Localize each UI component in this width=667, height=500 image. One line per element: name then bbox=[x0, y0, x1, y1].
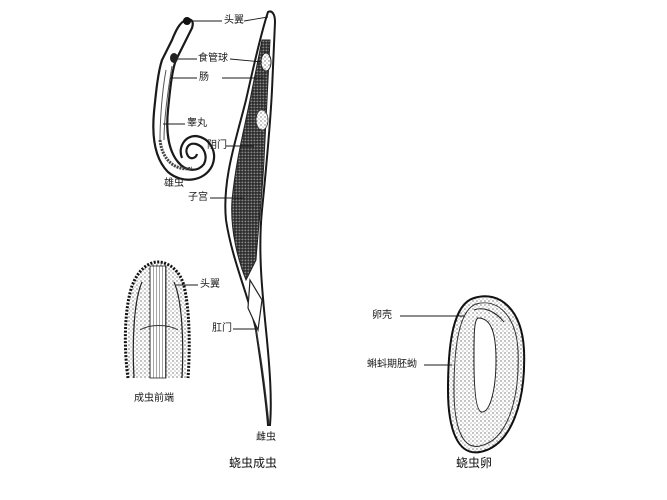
vulva-label: 阴门 bbox=[207, 140, 227, 151]
male-cephalic-alae-label: 头翼 bbox=[224, 15, 244, 26]
anus-label: 肛门 bbox=[212, 323, 232, 334]
leader-lines bbox=[163, 16, 464, 366]
anterior-end-caption: 成虫前端 bbox=[134, 393, 174, 404]
intestine-label: 肠 bbox=[199, 72, 209, 83]
esophageal-bulb-label: 食管球 bbox=[198, 53, 228, 64]
female-worm-caption: 雌虫 bbox=[256, 432, 276, 443]
anterior-cephalic-alae-label: 头翼 bbox=[200, 279, 220, 290]
female-worm-drawing bbox=[224, 10, 277, 426]
tadpole-embryo-label: 蝌蚪期胚蚴 bbox=[367, 359, 417, 370]
egg-drawing bbox=[446, 295, 526, 454]
male-worm-caption: 雄虫 bbox=[164, 178, 184, 189]
eggshell-label: 卵壳 bbox=[372, 310, 392, 321]
uterus-label: 子宫 bbox=[188, 192, 208, 203]
egg-caption: 蛲虫卵 bbox=[456, 456, 493, 470]
testis-label: 睾丸 bbox=[187, 118, 207, 129]
adult-worm-caption: 蛲虫成虫 bbox=[229, 456, 278, 470]
male-worm-drawing bbox=[152, 17, 216, 181]
anterior-end-drawing bbox=[123, 260, 191, 379]
